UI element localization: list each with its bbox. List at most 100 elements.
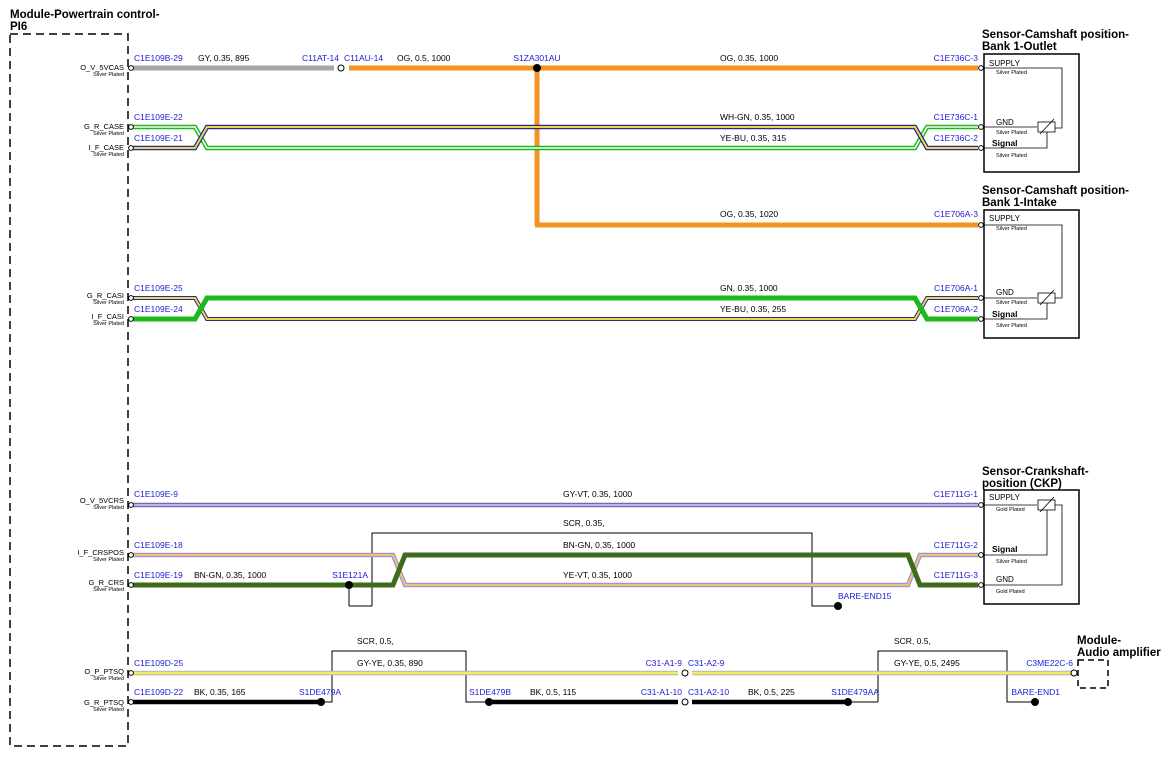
cam-intake-signal-line [984,303,1048,320]
pcm-plating: Silver Plated [93,505,124,511]
sensor-terminal [978,316,984,322]
ckp-signal-line [984,510,1048,556]
module-powertrain-control: Module-Powertrain control- PI6 O_V_5VCAS… [9,9,160,747]
cam-outlet-supply-plating: Silver Plated [996,70,1027,76]
pcm-pin-g-r-case: G_R_CASE [84,122,124,131]
sensor-pin-terminals [978,65,984,588]
cam-outlet-gnd-plating: Silver Plated [996,130,1027,136]
cam-intake-supply-plating: Silver Plated [996,226,1027,232]
sensor-terminal [978,222,984,228]
pcm-pin-g-r-crs: G_R_CRS [89,578,124,587]
pcm-pin-o-v-5vcrs: O_V_5VCRS [80,496,124,505]
connector-c1e706a-2: C1E706A-2 [934,304,978,314]
wire-label-ye-bu-255: YE-BU, 0.35, 255 [720,304,786,314]
ckp-gnd-line [984,504,1063,586]
ckp-gnd-plating: Gold Plated [996,589,1025,595]
pcm-terminal [128,670,134,676]
splice-label-s1de479a: S1DE479A [299,687,341,697]
splice-label-s1de479b: S1DE479B [469,687,511,697]
pcm-terminal [128,582,134,588]
connector-c1e736c-2: C1E736C-2 [934,133,979,143]
pcm-pin-terminals [128,65,134,705]
cam-outlet-gnd: GND [996,118,1014,127]
bare-end15-dot [834,602,842,610]
connector-c1e706a-3: C1E706A-3 [934,209,978,219]
pcm-pin-o-v-5vcas: O_V_5VCAS [80,63,124,72]
splice-label-s1za301au: S1ZA301AU [513,53,560,63]
bare-end1-label: BARE-END1 [1011,687,1060,697]
splice-s1de479a [317,698,325,706]
circuit-5vcas: C1E109B-29 GY, 0.35, 895 C11AT-14 C11AU-… [133,53,978,228]
shield-scr-05-b [877,650,1035,703]
ckp-gnd: GND [996,575,1014,584]
wire-label-gn: GN, 0.35, 1000 [720,283,778,293]
connector-c31-a2-10: C31-A2-10 [688,687,729,697]
connector-c1e711g-3: C1E711G-3 [934,570,979,580]
wire-label-ye-bu-315: YE-BU, 0.35, 315 [720,133,786,143]
amp-title-line1: Module- [1077,635,1121,647]
sensor-terminal [978,502,984,508]
splice-s1e121a [345,581,353,589]
pcm-terminal [128,124,134,130]
wire-ye-bu-inner [133,126,978,149]
connector-c11au-14: C11AU-14 [344,53,383,63]
wire-label-bk-225: BK, 0.5, 225 [748,687,795,697]
wire-ye-bu-255-outer [133,296,978,321]
ckp-supply: SUPPLY [989,493,1021,502]
pcm-plating: Silver Plated [93,72,124,78]
pcm-terminal [128,502,134,508]
connector-c31-a1-9: C31-A1-9 [646,658,683,668]
wire-ye-bu-outer [133,124,978,151]
cam-intake-title-line1: Sensor-Camshaft position- [982,185,1129,197]
wire-label-bk-165: BK, 0.35, 165 [194,687,246,697]
ckp-signal: Signal [992,544,1018,554]
connector-c1e711g-2: C1E711G-2 [934,540,979,550]
inline-connector-c31-9 [681,669,689,677]
wire-gn-1000 [133,295,978,322]
wire-label-scr-035: SCR, 0.35, [563,518,605,528]
connector-c11at-14: C11AT-14 [302,53,339,63]
cam-outlet-signal-line [984,132,1048,149]
inline-connector-c31-10 [681,698,689,706]
cam-intake-gnd-plating: Silver Plated [996,300,1027,306]
pcm-pin-i-f-case: I_F_CASE [89,143,124,152]
wire-label-bk-115: BK, 0.5, 115 [530,687,576,697]
pcm-terminal [128,699,134,705]
circuit-crs-pair: SCR, 0.35, C1E109E-18 C1E109E-19 BN-GN, … [133,518,978,610]
ckp-title-line1: Sensor-Crankshaft- [982,466,1089,478]
cam-intake-signal: Signal [992,309,1018,319]
variable-resistor-arrow-icon [1039,118,1055,135]
splice-label-s1e121a: S1E121A [332,570,368,580]
connector-c1e109b-29: C1E109B-29 [134,53,183,63]
ckp-supply-plating: Gold Plated [996,507,1025,513]
cam-intake-title-line2: Bank 1-Intake [982,197,1057,209]
connector-c1e109e-22: C1E109E-22 [134,112,183,122]
sensor-terminal [978,124,984,130]
amp-title-line2: Audio amplifier [1077,647,1161,659]
pcm-plating: Silver Plated [93,131,124,137]
pcm-outline [9,33,129,747]
cam-intake-box [983,209,1080,339]
sensor-camshaft-outlet: Sensor-Camshaft position- Bank 1-Outlet … [982,29,1129,173]
circuit-casi-pair: C1E109E-25 C1E109E-24 GN, 0.35, 1000 YE-… [133,283,978,322]
cam-intake-supply-line [984,224,1063,299]
connector-c1e736c-1: C1E736C-1 [934,112,979,122]
connector-c1e109d-25: C1E109D-25 [134,658,183,668]
pcm-pin-i-f-crspos: I_F_CRSPOS [77,548,124,557]
cam-outlet-supply-line [984,67,1063,129]
pcm-pin-i-f-casi: I_F_CASI [91,312,124,321]
pcm-terminal [128,145,134,151]
ckp-title-line2: position (CKP) [982,478,1062,490]
wire-wh-gn-inner [133,126,978,149]
splice-s1za301au [533,64,541,72]
circuit-case-pair: C1E109E-22 C1E109E-21 WH-GN, 0.35, 1000 … [133,112,979,151]
pcm-terminal [128,295,134,301]
pcm-plating: Silver Plated [93,321,124,327]
wire-label-gy-ye-2495: GY-YE, 0.5, 2495 [894,658,960,668]
pcm-pin-g-r-ptsq: G_R_PTSQ [84,698,124,707]
wire-label-og-1020: OG, 0.35, 1020 [720,209,778,219]
wire-label-bn-gn-left: BN-GN, 0.35, 1000 [194,570,267,580]
pcm-pin-o-p-ptsq: O_P_PTSQ [84,667,124,676]
